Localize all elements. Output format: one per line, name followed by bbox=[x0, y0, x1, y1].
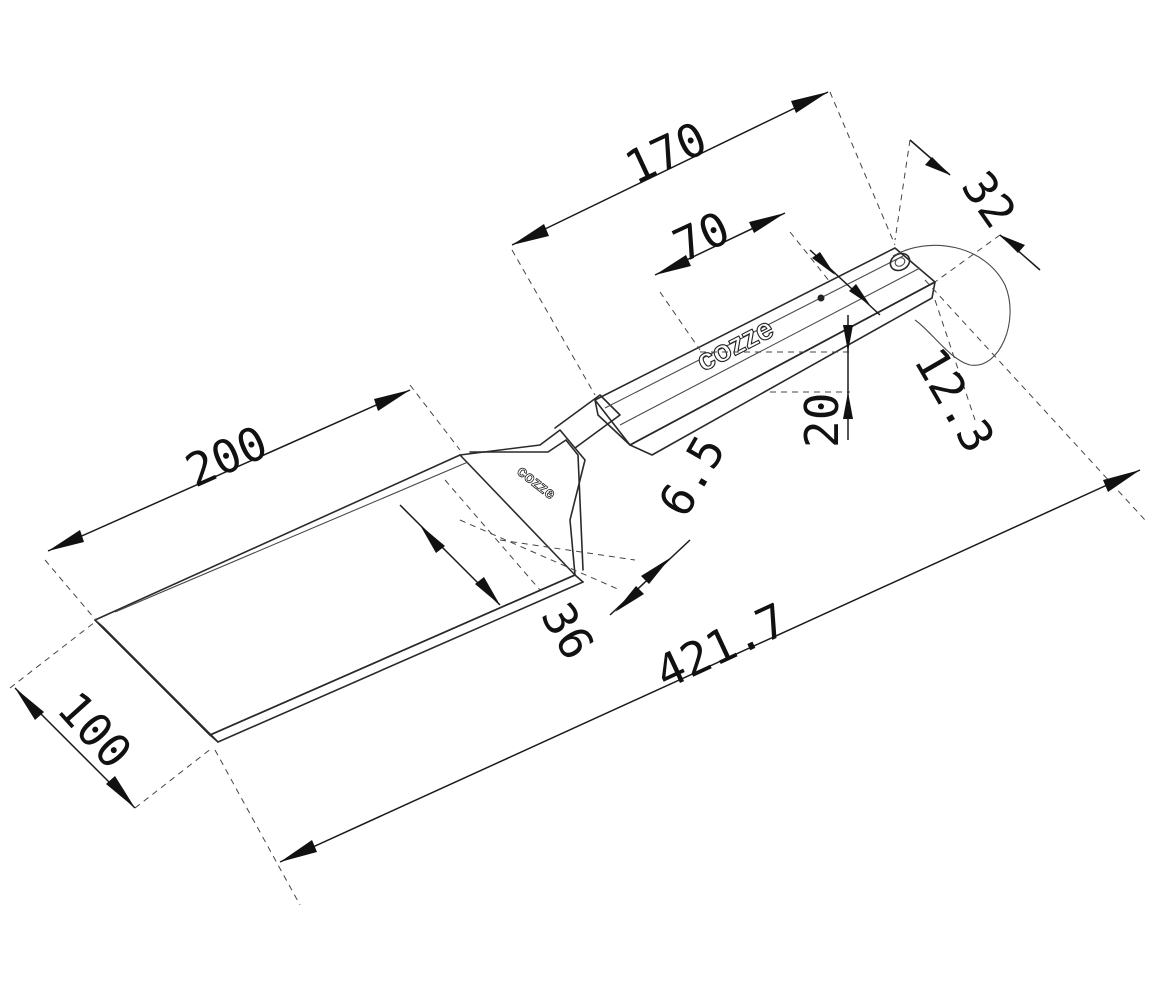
dim-neck-length: 36 bbox=[530, 594, 604, 669]
dim-handle-section: 170 bbox=[617, 111, 715, 195]
dim-blade-offset: 6.5 bbox=[648, 427, 736, 526]
dim-overall-length: 421.7 bbox=[647, 593, 795, 700]
dimension-lines bbox=[14, 91, 1141, 863]
handle bbox=[594, 247, 936, 456]
registered-mark-icon bbox=[817, 294, 825, 302]
dim-handle-width: 32 bbox=[951, 161, 1027, 237]
dim-blade-width: 100 bbox=[47, 681, 143, 779]
handle-logo: cozze bbox=[691, 312, 779, 378]
blade-logo: cozze bbox=[514, 463, 559, 503]
dim-handle-height: 20 bbox=[795, 393, 849, 448]
hanging-cord bbox=[892, 244, 1011, 366]
dim-blade-length: 200 bbox=[178, 415, 276, 498]
extension-lines bbox=[9, 91, 1146, 906]
dim-handle-thickness: 12.3 bbox=[903, 339, 1005, 462]
